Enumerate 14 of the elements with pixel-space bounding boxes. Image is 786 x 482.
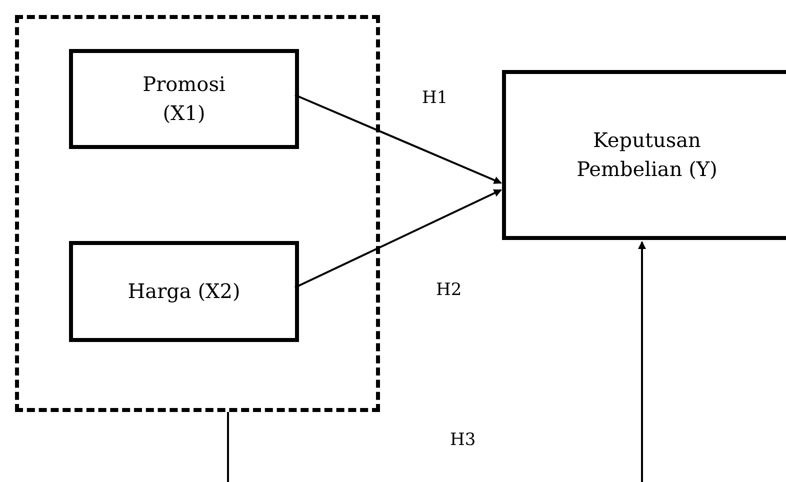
arrow (638, 241, 646, 482)
node-text: Keputusan Pembelian (Y) (576, 127, 718, 183)
dashed-group-box (15, 15, 380, 412)
connector-line (227, 412, 229, 482)
variable-box (502, 70, 786, 240)
arrow (294, 189, 502, 288)
variable-box (69, 241, 299, 342)
hypothesis-label: H1 (422, 88, 448, 108)
hypothesis-label: H3 (450, 430, 476, 450)
arrow (294, 94, 502, 184)
variable-box (69, 49, 299, 149)
node-text: Harga (X2) (126, 278, 242, 305)
hypothesis-label: H2 (436, 280, 462, 300)
node-text: Promosi (X1) (142, 71, 226, 127)
